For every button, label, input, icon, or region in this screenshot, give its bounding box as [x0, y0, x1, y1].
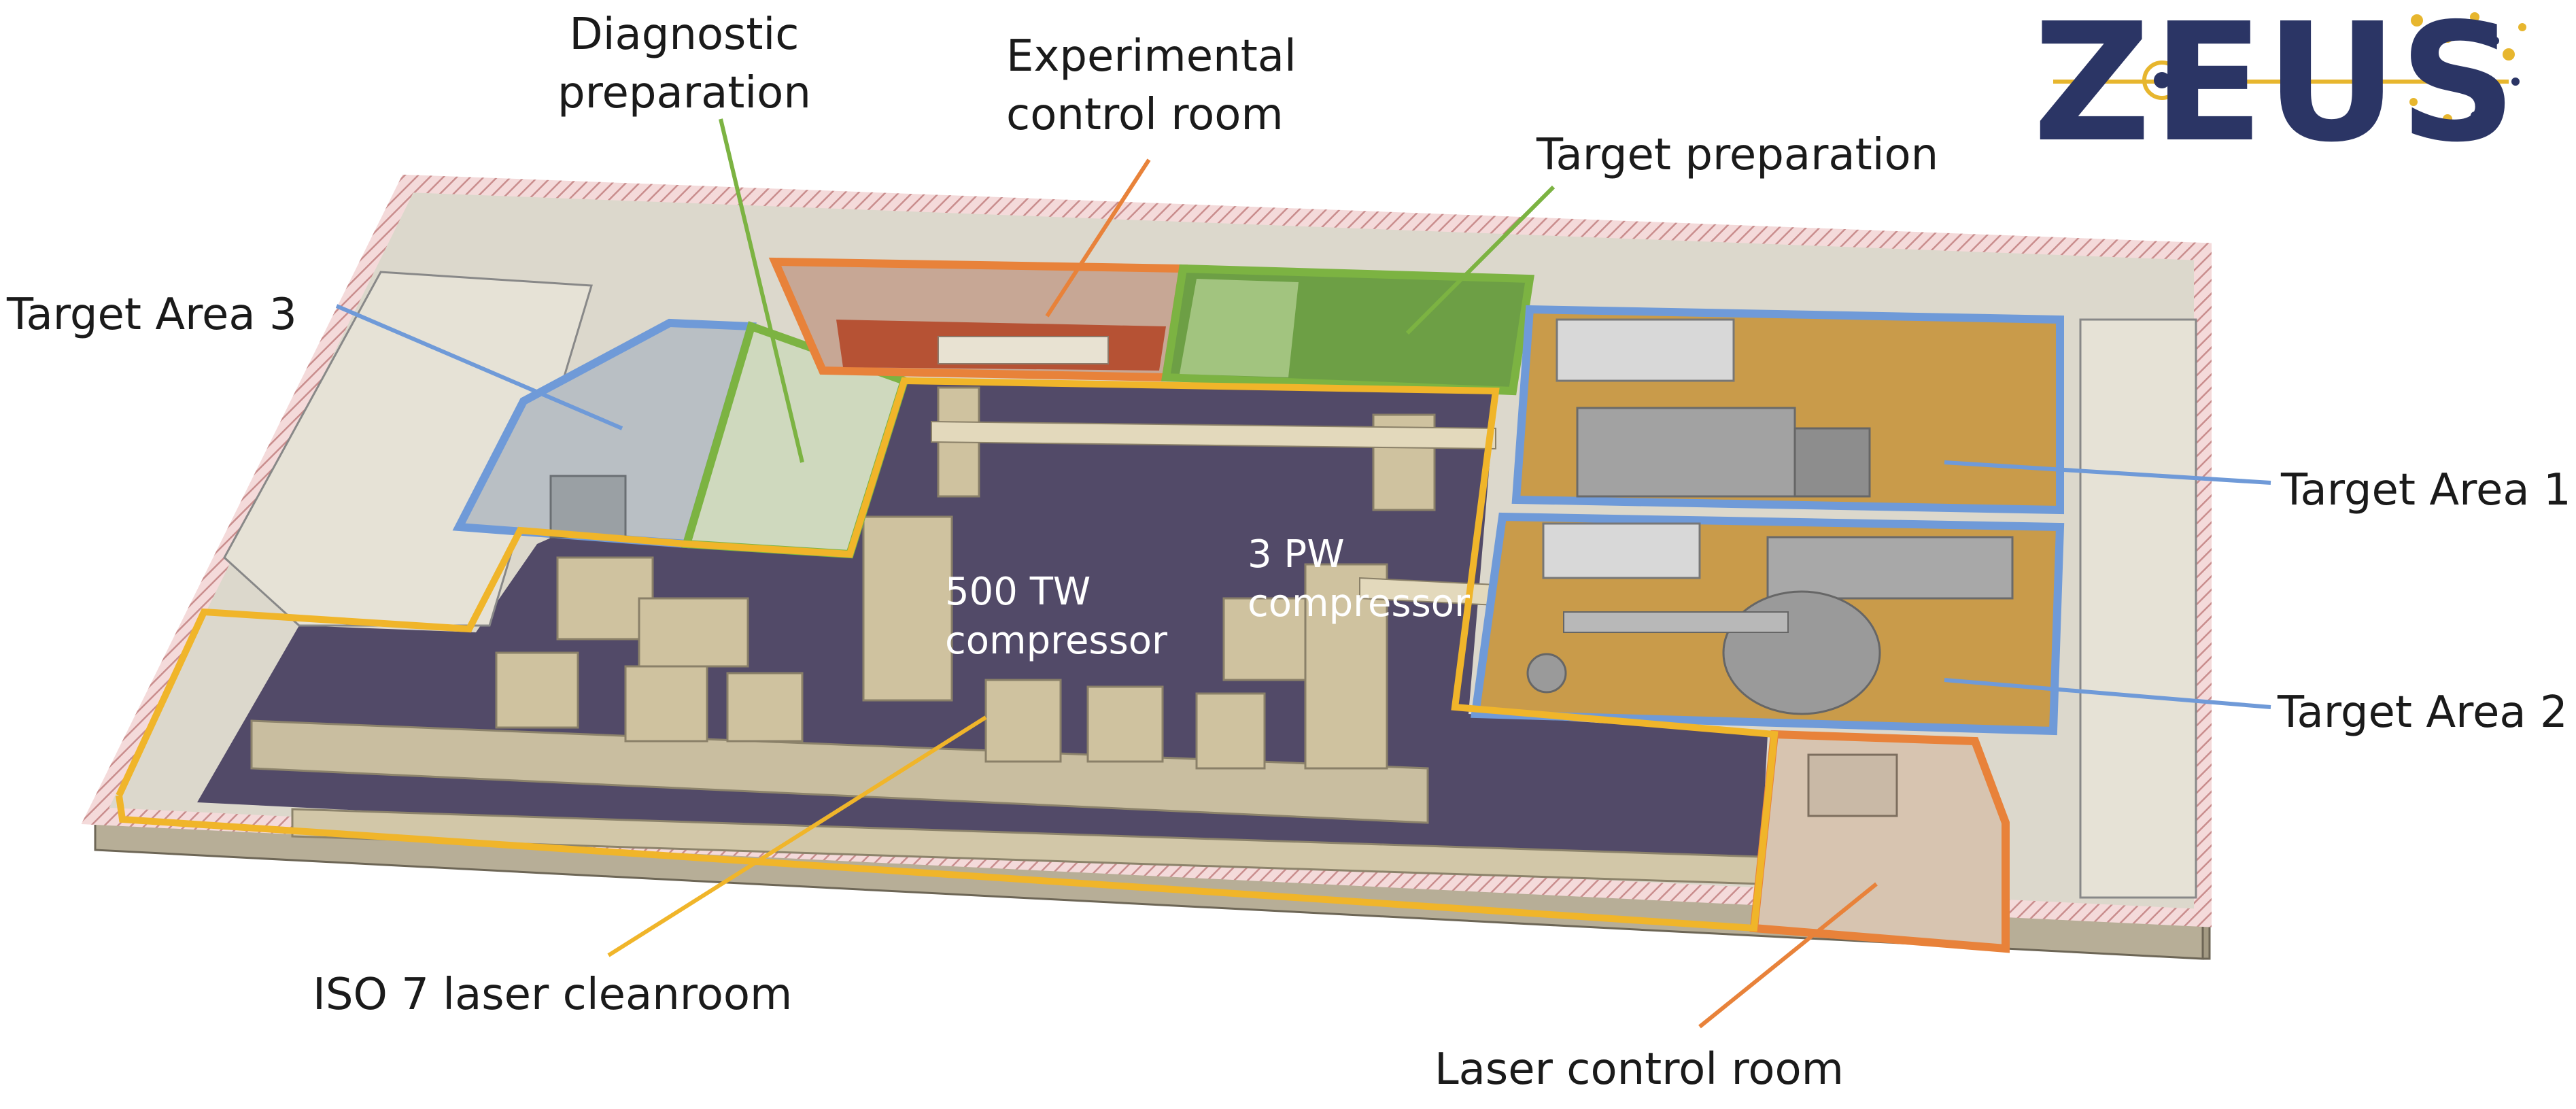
label-diagnostic-line-1: Diagnostic — [569, 10, 800, 60]
label-experimental-control-room: Experimental control room — [1006, 27, 1296, 144]
label-experimental-line-2: control room — [1006, 90, 1284, 140]
target-area-1-module — [1793, 427, 1871, 498]
zeus-logo: ZEUS — [2033, 0, 2518, 178]
label-target-area-3: Target Area 3 — [7, 290, 297, 340]
label-500tw-compressor: 500 TW compressor — [945, 568, 1167, 666]
label-leader-lines — [335, 118, 2271, 1029]
perimeter-wall — [81, 174, 2212, 927]
leader-experimental-control — [1045, 158, 1151, 318]
label-target-area-1: Target Area 1 — [2281, 465, 2571, 515]
label-laser-control-room: Laser control room — [1435, 1044, 1844, 1095]
target-area-2-beamline — [1563, 611, 1789, 633]
label-diagnostic-line-2: preparation — [557, 68, 811, 118]
right-corridor — [2079, 318, 2197, 899]
target-area-2-small-chamber — [1526, 653, 1567, 694]
label-500tw-line-1: 500 TW — [945, 570, 1091, 614]
label-3pw-compressor: 3 PW compressor — [1248, 530, 1470, 628]
leader-iso7 — [607, 715, 987, 957]
target-area-2-racks — [1542, 522, 1701, 579]
leader-target-area-1 — [1944, 460, 2271, 485]
label-target-preparation: Target preparation — [1536, 130, 1939, 180]
leader-diagnostic-prep — [719, 118, 804, 463]
iso7-cleanroom-outline — [116, 377, 1779, 932]
compressor-beam-tube — [931, 420, 1496, 450]
leader-target-area-3 — [335, 304, 623, 430]
equipment-blocks — [495, 386, 1436, 770]
laser-control-cabinets — [1807, 753, 1898, 817]
leader-target-prep — [1405, 185, 1556, 335]
label-experimental-line-1: Experimental — [1006, 31, 1296, 82]
label-iso7-cleanroom: ISO 7 laser cleanroom — [313, 970, 793, 1020]
label-target-area-2: Target Area 2 — [2278, 687, 2568, 738]
label-diagnostic-preparation: Diagnostic preparation — [557, 5, 811, 122]
zeus-logo-graphic — [2053, 12, 2526, 124]
label-3pw-line-2: compressor — [1248, 581, 1471, 626]
control-desks — [938, 336, 1109, 364]
label-3pw-line-1: 3 PW — [1248, 532, 1345, 577]
leader-target-area-2 — [1944, 678, 2271, 709]
label-500tw-line-2: compressor — [945, 619, 1168, 663]
leader-laser-control — [1698, 882, 1878, 1029]
target-area-3-chamber — [549, 475, 627, 539]
target-area-1-racks — [1556, 318, 1735, 382]
target-area-2-chamber — [1722, 590, 1881, 715]
target-area-2-wall-equipment — [1766, 536, 2014, 600]
target-area-1-chamber — [1576, 407, 1796, 498]
target-prep-light — [1180, 279, 1299, 377]
